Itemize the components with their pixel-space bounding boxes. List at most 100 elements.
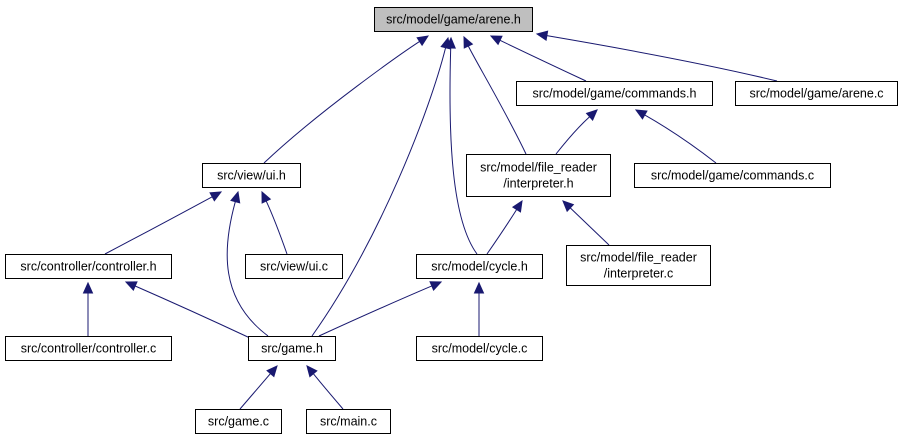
edge-ui_h-to-arene_h <box>263 35 430 164</box>
edge-cycle_h-to-arene_h <box>445 36 478 255</box>
edge-commands_h-to-arene_h <box>489 35 587 82</box>
edge-cycle_h-to-interpreter_h <box>486 199 523 255</box>
node-interpreter-c[interactable]: src/model/file_reader/interpreter.c <box>566 245 711 286</box>
edge-ui_c-to-ui_h <box>261 190 288 255</box>
node-arene-h[interactable]: src/model/game/arene.h <box>374 7 533 32</box>
node-label: src/model/file_reader <box>480 161 597 175</box>
node-box[interactable] <box>374 7 533 32</box>
node-label: /interpreter.h <box>503 177 573 191</box>
edge-line <box>569 207 610 246</box>
arrowhead-icon <box>261 190 272 204</box>
node-label: src/model/game/commands.h <box>533 87 697 101</box>
node-label: src/model/game/commands.c <box>651 169 814 183</box>
node-label: src/game.h <box>261 342 323 356</box>
node-label: src/model/game/arene.h <box>386 13 521 27</box>
nodes-layer: src/model/game/arene.h src/model/game/com… <box>5 7 898 434</box>
node-controller-c[interactable]: src/controller/controller.c <box>5 336 172 361</box>
arrowhead-icon <box>230 190 241 204</box>
node-main-c[interactable]: src/main.c <box>306 409 391 434</box>
node-label: src/controller/controller.c <box>21 342 156 356</box>
node-box[interactable] <box>245 254 343 279</box>
edge-controller_h-to-ui_h <box>104 191 223 255</box>
edge-game_h-to-controller_h <box>124 281 251 339</box>
node-ui-c[interactable]: src/view/ui.c <box>245 254 343 279</box>
node-box[interactable] <box>566 245 711 286</box>
edge-line <box>311 47 447 337</box>
edge-line <box>449 47 478 255</box>
node-box[interactable] <box>416 254 543 279</box>
node-game-h[interactable]: src/game.h <box>248 336 336 361</box>
node-label: src/view/ui.h <box>217 169 286 183</box>
edge-line <box>239 373 271 410</box>
edge-line <box>318 285 432 337</box>
node-arene-c[interactable]: src/model/game/arene.c <box>735 81 898 106</box>
node-game-c[interactable]: src/game.c <box>195 409 282 434</box>
node-box[interactable] <box>416 336 543 361</box>
edge-line <box>486 209 518 255</box>
edge-line <box>226 201 269 337</box>
arrowhead-icon <box>562 200 575 213</box>
edge-game_c-to-game_h <box>239 365 278 410</box>
edge-line <box>312 373 344 410</box>
node-cycle-h[interactable]: src/model/cycle.h <box>416 254 543 279</box>
edge-line <box>644 114 717 164</box>
arrowhead-icon <box>634 109 648 120</box>
node-box[interactable] <box>735 81 898 106</box>
node-box[interactable] <box>516 81 713 106</box>
edge-line <box>134 285 251 339</box>
node-box[interactable] <box>5 254 172 279</box>
node-box[interactable] <box>195 409 282 434</box>
arrowhead-icon <box>82 281 94 294</box>
arrowhead-icon <box>209 191 223 202</box>
edge-game_h-to-cycle_h <box>318 281 443 337</box>
node-controller-h[interactable]: src/controller/controller.h <box>5 254 172 279</box>
edge-game_h-to-ui_h <box>226 190 269 337</box>
arrowhead-icon <box>445 36 456 49</box>
node-label: src/model/cycle.c <box>432 342 528 356</box>
edge-commands_c-to-commands_h <box>634 109 717 164</box>
arrowhead-icon <box>489 35 503 46</box>
node-box[interactable] <box>5 336 172 361</box>
arrowhead-icon <box>535 30 549 41</box>
node-cycle-c[interactable]: src/model/cycle.c <box>416 336 543 361</box>
edge-main_c-to-game_h <box>306 365 344 410</box>
arrowhead-icon <box>463 35 474 49</box>
node-label: /interpreter.c <box>604 267 673 281</box>
edge-arene_c-to-arene_h <box>535 30 778 82</box>
node-box[interactable] <box>306 409 391 434</box>
node-box[interactable] <box>634 163 831 188</box>
edge-interpreter_c-to-interpreter_h <box>562 200 610 246</box>
node-interpreter-h[interactable]: src/model/file_reader/interpreter.h <box>466 154 611 197</box>
edge-cycle_c-to-cycle_h <box>473 281 485 337</box>
node-box[interactable] <box>248 336 336 361</box>
node-label: src/model/game/arene.c <box>749 87 883 101</box>
node-label: src/view/ui.c <box>260 260 328 274</box>
node-box[interactable] <box>466 154 611 197</box>
node-label: src/model/file_reader <box>580 251 697 265</box>
node-ui-h[interactable]: src/view/ui.h <box>202 163 301 188</box>
node-label: src/model/cycle.h <box>431 260 528 274</box>
edge-line <box>499 39 587 82</box>
edge-line <box>546 35 778 82</box>
edge-line <box>265 200 288 255</box>
edge-controller_c-to-controller_h <box>82 281 94 337</box>
arrowhead-icon <box>124 281 138 292</box>
edge-interpreter_h-to-arene_h <box>463 35 527 155</box>
arrowhead-icon <box>585 109 598 121</box>
arrowhead-icon <box>416 35 430 47</box>
edge-game_h-to-arene_h <box>311 36 451 337</box>
edge-line <box>555 116 590 155</box>
node-label: src/game.c <box>208 415 269 429</box>
node-commands-h[interactable]: src/model/game/commands.h <box>516 81 713 106</box>
node-box[interactable] <box>202 163 301 188</box>
edges-layer <box>82 30 778 410</box>
edge-interpreter_h-to-commands_h <box>555 109 598 155</box>
edge-line <box>263 41 420 164</box>
arrowhead-icon <box>266 365 278 378</box>
arrowhead-icon <box>429 281 443 291</box>
node-label: src/controller/controller.h <box>20 260 156 274</box>
node-commands-c[interactable]: src/model/game/commands.c <box>634 163 831 188</box>
node-label: src/main.c <box>320 415 377 429</box>
edge-line <box>104 196 213 255</box>
